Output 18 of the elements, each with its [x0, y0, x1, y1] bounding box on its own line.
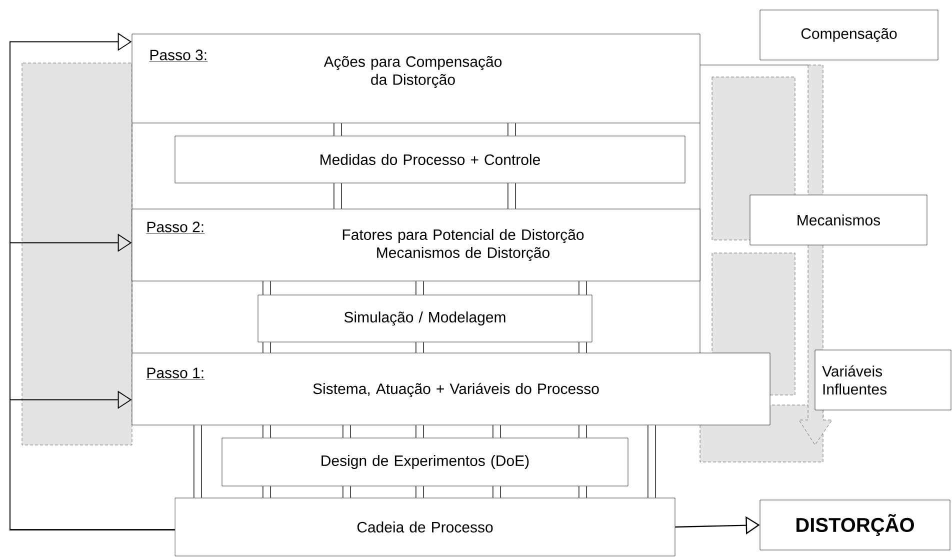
- process-box: Simulação / Modelagem: [258, 294, 592, 342]
- side-label-box: Mecanismos: [750, 194, 928, 246]
- step-box: [132, 34, 700, 124]
- side-label-box: Compensação: [760, 10, 938, 60]
- process-box: Medidas do Processo + Controle: [174, 136, 686, 184]
- step-description: Sistema, Atuação + Variáveis do Processo: [313, 382, 599, 398]
- step-description: Ações para Compensação da Distorção: [324, 56, 502, 88]
- side-label-box: Variáveis Influentes: [814, 350, 952, 410]
- feedback-arrow: [10, 300, 176, 530]
- step-heading: Passo 3:: [149, 50, 208, 62]
- process-box: Design de Experimentos (DoE): [222, 438, 628, 486]
- step-heading: Passo 2:: [146, 222, 205, 234]
- step-box: [132, 352, 770, 426]
- step-box: [132, 208, 700, 282]
- step-heading: Passo 1:: [146, 368, 205, 380]
- result-box: DISTORÇÃO: [760, 500, 950, 550]
- step-description: Fatores para Potencial de Distorção Mecanismos de Distorção: [342, 228, 584, 262]
- process-box: Cadeia de Processo: [174, 498, 676, 556]
